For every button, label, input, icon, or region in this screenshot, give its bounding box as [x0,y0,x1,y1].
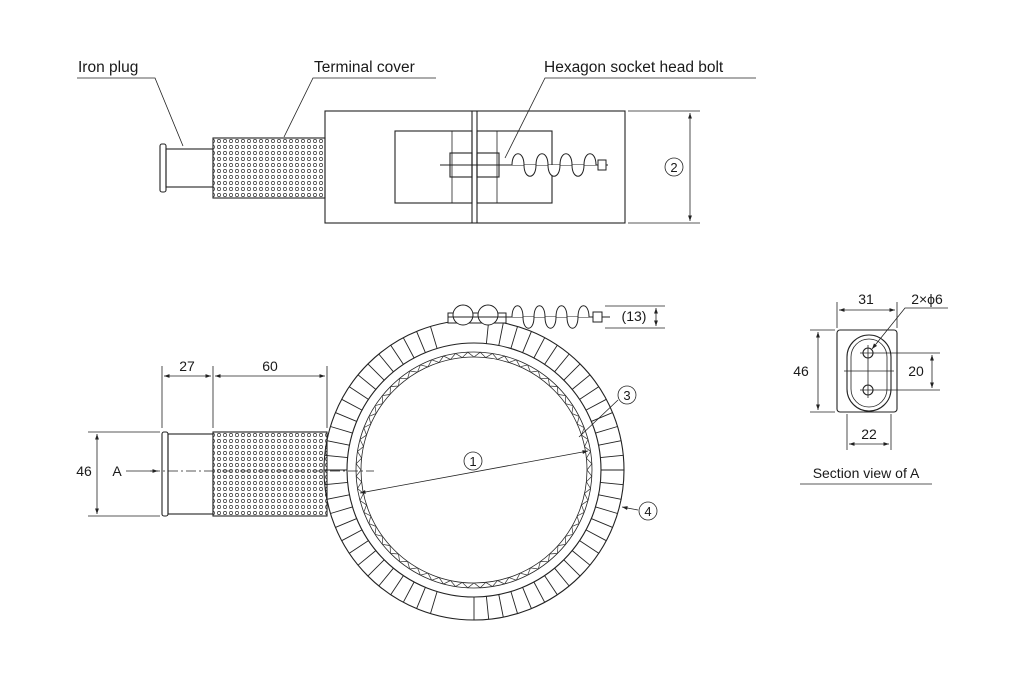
terminal-cover-front [212,431,328,517]
band-segment-line [591,518,613,528]
band-segment-line [510,591,518,614]
heater-band-ring [323,319,625,621]
spring-top [511,153,607,177]
band-segment-line [485,596,490,620]
band-segment-line [430,591,438,614]
band-segment-line [579,386,599,400]
dim-60: 60 [262,358,278,374]
band-segment-line [357,550,377,566]
band-segment-line [522,331,532,353]
dim-13: (13) [622,308,647,324]
terminal-cover-label: Terminal cover [314,59,415,76]
band-segment-line [367,363,385,381]
band-segment-line [563,363,581,381]
callout-1-circle [463,451,483,471]
callout-2-label: 2 [670,160,677,175]
dim-20: 20 [908,363,924,379]
band-segment-line [367,559,385,577]
band-segment-line [402,337,415,359]
callout-2-circle [664,157,684,177]
callout-3-label: 3 [623,388,630,403]
band-segment-line [378,353,394,373]
band-segment-line [341,398,363,411]
band-segment-line [349,386,369,400]
band-segment-line [335,518,357,528]
band-segment-line [416,587,426,609]
band-segment-line [563,559,581,577]
top-view [77,77,756,224]
band-segment-line [326,494,350,500]
band-segment-line [544,575,558,595]
callout-1-label: 1 [469,454,476,469]
dim-46-left: 46 [76,463,92,479]
terminal-cover-shape [212,137,326,199]
band-segment-line [498,594,504,618]
iron-plug-leader [77,77,184,147]
band-segment-line [390,575,404,595]
dim-46-section: 46 [793,363,809,379]
band-segment-line [533,581,546,603]
band-segment-line [544,345,558,365]
band-segment-line [326,440,350,446]
band-segment-line [571,550,591,566]
band-segment-line [324,481,348,486]
band-segment-line [600,454,624,459]
band-segment-line [554,567,570,587]
band-segment-line [600,481,624,486]
band-segment-line [324,454,348,459]
band-segment-line [595,426,618,434]
band-segment-line [330,506,353,514]
iron-plug-label: Iron plug [78,59,138,76]
band-segment-line [598,494,622,500]
band-segment-line [591,412,613,422]
band-segment-line [595,506,618,514]
dim-31: 31 [858,291,874,307]
view-a-label: A [112,463,122,479]
callout-3-circle [617,385,637,405]
band-segment-line [416,331,426,353]
band-segment-line [498,322,504,346]
callout-4-circle [638,501,658,521]
band-segment-line [533,337,546,359]
section-view-caption: Section view of A [813,465,920,481]
band-segment-line [571,374,591,390]
band-segment-line [335,412,357,422]
terminal-cover-leader [283,77,436,138]
band-segment-line [598,440,622,446]
hex-bolt-label: Hexagon socket head bolt [544,59,724,76]
band-segment-line [357,374,377,390]
band-segment-line [390,345,404,365]
clamp-bolt-front [447,304,610,329]
dim-2x-phi6: 2×ϕ6 [911,291,943,307]
band-segment-line [510,326,518,349]
band-segment-line [330,426,353,434]
dim-22: 22 [861,426,877,442]
band-segment-line [585,398,607,411]
band-segment-line [430,326,438,349]
dim-27: 27 [179,358,195,374]
band-segment-line [522,587,532,609]
front-view [88,304,665,621]
section-view-a [800,302,948,485]
band-segment-line [554,353,570,373]
hex-bolt-leader [504,77,756,159]
band-segment-line [579,540,599,554]
band-segment-line [378,567,394,587]
iron-plug-shape [159,143,214,193]
band-segment-line [341,529,363,542]
callout-4-label: 4 [644,504,651,519]
band-segment-line [349,540,369,554]
band-segment-line [585,529,607,542]
band-segment-line [402,581,415,603]
